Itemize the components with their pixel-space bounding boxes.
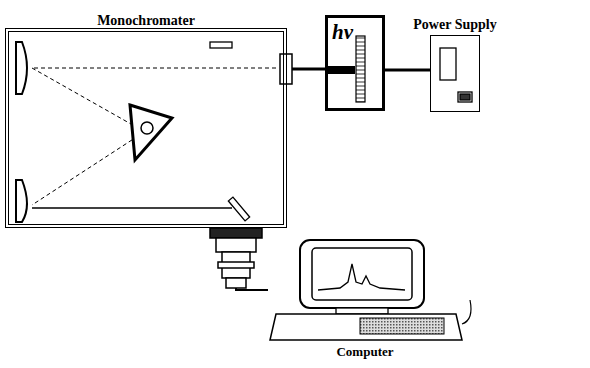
- prism: [130, 105, 172, 160]
- component-label: Computer: [336, 344, 393, 360]
- optical-path: [32, 68, 276, 208]
- optical-link: [385, 69, 430, 72]
- exit-mirror: [228, 197, 249, 221]
- power-supply-box: Power Supply: [430, 35, 480, 112]
- slit: [210, 42, 232, 48]
- monochromator-housing: Monochromater: [5, 28, 287, 228]
- computer: Computer: [268, 238, 462, 342]
- power-supply-panel: [440, 48, 472, 102]
- lamp: [325, 36, 365, 102]
- photon-symbol: hv: [332, 20, 353, 45]
- component-label: Power Supply: [413, 17, 496, 33]
- computer-illustration: [270, 240, 471, 340]
- detector: [210, 228, 262, 288]
- component-label: Monochromater: [97, 13, 195, 29]
- mirror: [16, 42, 27, 222]
- light-source-box: hv: [325, 15, 385, 111]
